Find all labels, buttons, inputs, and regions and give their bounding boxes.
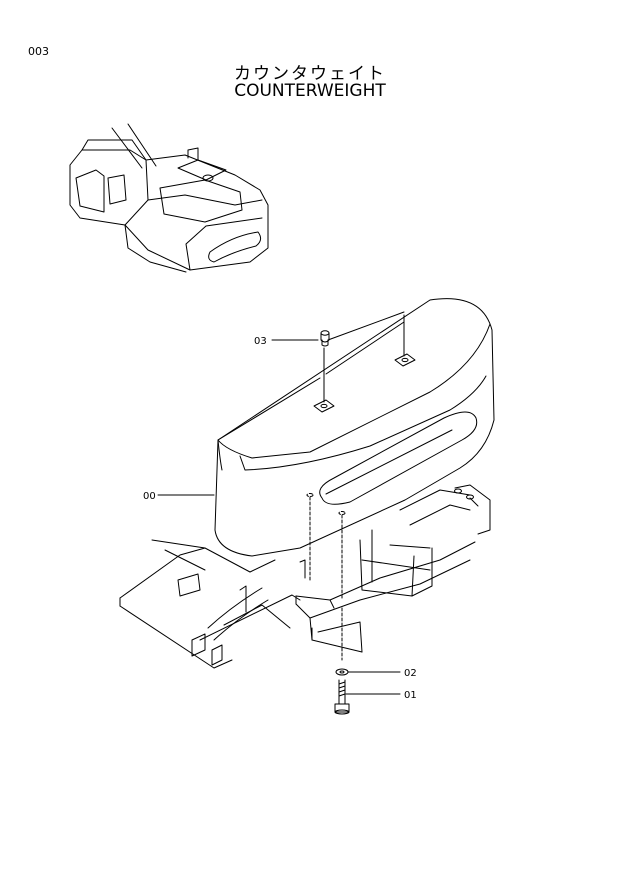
frame [119, 484, 491, 669]
counterweight-body [214, 298, 495, 557]
title-english: COUNTERWEIGHT [234, 81, 386, 101]
callout-03: 03 [254, 336, 267, 347]
cap-leader-connector [327, 311, 405, 341]
page-number: 003 [28, 45, 49, 58]
callout-00: 00 [143, 491, 156, 502]
callout-02: 02 [404, 668, 417, 679]
lifting-hole-right [394, 353, 416, 367]
lifting-hole-left [313, 399, 335, 413]
excavator-overview-sketch [69, 123, 269, 273]
title-japanese: カウンタウェイト [234, 64, 386, 84]
cap-part-03 [320, 330, 330, 347]
bolt-hole-lines [306, 493, 346, 661]
washer-part-02 [335, 668, 349, 676]
callout-01: 01 [404, 690, 417, 701]
bolt-part-01 [334, 679, 350, 715]
